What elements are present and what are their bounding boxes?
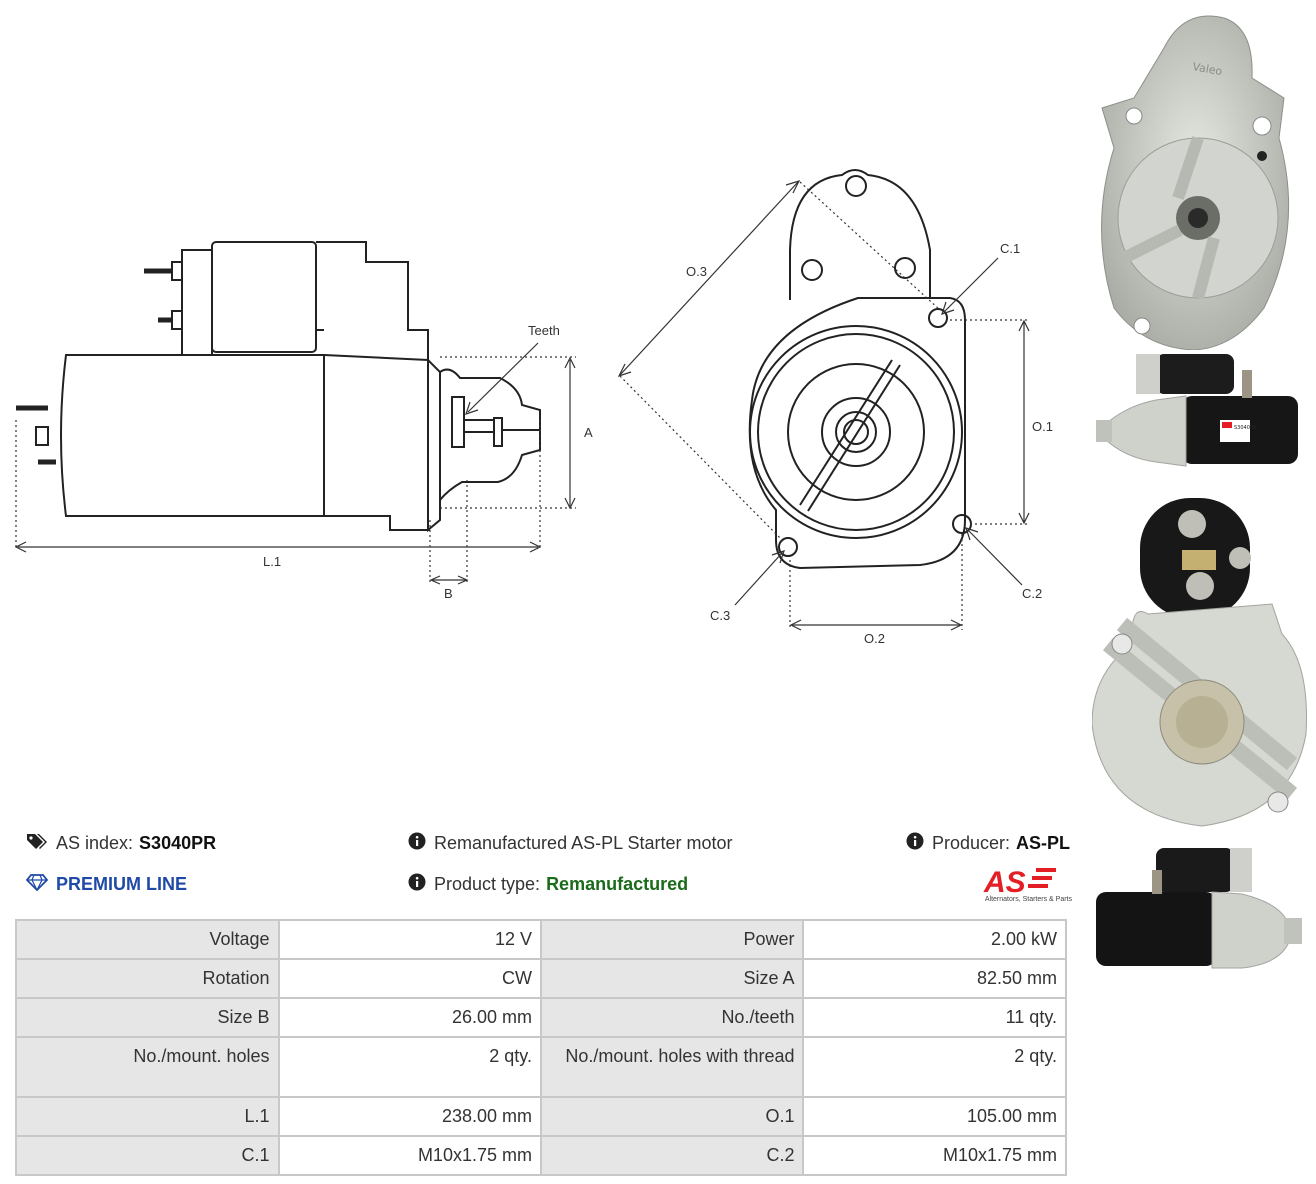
- logo-mark: AS: [983, 866, 1026, 896]
- photo-side-view-2: [1096, 848, 1302, 969]
- front-view-dimensions: [617, 180, 1030, 631]
- product-photos: Valeo S3040PR: [1086, 0, 1312, 1000]
- spec-key: Power: [539, 919, 805, 960]
- photo-side-view: S3040PR: [1096, 354, 1298, 467]
- producer-row: Producer: AS-PL: [906, 832, 1070, 855]
- product-type-label: Product type:: [434, 874, 541, 894]
- spec-value: 2 qty.: [277, 1036, 542, 1098]
- description-row: Remanufactured AS-PL Starter motor: [408, 832, 732, 855]
- technical-drawing: Teeth A L.1 B: [14, 169, 1053, 646]
- dim-c3-label: C.3: [710, 608, 730, 623]
- spec-key: Size B: [15, 997, 280, 1038]
- as-pl-logo: AS Alternators, Starters & Parts: [962, 862, 1072, 908]
- info-icon: [408, 873, 426, 896]
- spec-value: M10x1.75 mm: [802, 1135, 1067, 1176]
- front-view-drawing: [748, 169, 972, 570]
- spec-value: 26.00 mm: [277, 997, 542, 1038]
- spec-key: C.1: [15, 1135, 280, 1176]
- product-type-row: Product type: Remanufactured: [408, 873, 688, 896]
- spec-value: 12 V: [277, 919, 542, 960]
- spec-value: 105.00 mm: [802, 1096, 1067, 1137]
- photo-rear-view: [1092, 498, 1307, 827]
- spec-key: C.2: [539, 1135, 805, 1176]
- table-row: Rotation CW Size A 82.50 mm: [15, 958, 1067, 999]
- producer-value: AS-PL: [1016, 833, 1071, 853]
- dim-b-label: B: [444, 586, 453, 601]
- spec-key: L.1: [15, 1096, 280, 1137]
- info-icon: [906, 832, 924, 855]
- dim-c2-label: C.2: [1022, 586, 1042, 601]
- side-view-dimensions: [14, 342, 576, 585]
- dim-o2-label: O.2: [864, 631, 885, 646]
- dim-c1-label: C.1: [1000, 241, 1020, 256]
- photo-brand-emboss: Valeo: [1191, 60, 1223, 78]
- as-index-row: AS index: S3040PR: [26, 832, 216, 855]
- photo-label-code: S3040PR: [1234, 425, 1257, 431]
- tags-icon: [26, 832, 48, 855]
- dim-o1-label: O.1: [1032, 419, 1053, 434]
- dim-l1-label: L.1: [263, 554, 281, 569]
- as-index-label: AS index:: [56, 833, 134, 853]
- spec-value: M10x1.75 mm: [277, 1135, 542, 1176]
- teeth-label: Teeth: [528, 323, 560, 338]
- table-row: Voltage 12 V Power 2.00 kW: [15, 919, 1067, 960]
- premium-line-row: PREMIUM LINE: [25, 873, 188, 896]
- diamond-icon: [25, 873, 49, 896]
- as-index-value: S3040PR: [139, 833, 217, 853]
- spec-key: Rotation: [15, 958, 280, 999]
- spec-value: 2 qty.: [802, 1036, 1067, 1098]
- producer-label: Producer:: [932, 833, 1011, 853]
- table-row: L.1 238.00 mm O.1 105.00 mm: [15, 1096, 1067, 1137]
- spec-value: 238.00 mm: [277, 1096, 542, 1137]
- spec-key: No./teeth: [539, 997, 805, 1038]
- photo-front-flange: Valeo: [1101, 15, 1290, 350]
- spec-value: 11 qty.: [802, 997, 1067, 1038]
- spec-key: No./mount. holes with thread: [539, 1036, 805, 1098]
- logo-tagline: Alternators, Starters & Parts: [984, 896, 1072, 903]
- premium-line-label: PREMIUM LINE: [56, 874, 188, 894]
- spec-key: Voltage: [15, 919, 280, 960]
- info-icon: [408, 832, 426, 855]
- table-row: Size B 26.00 mm No./teeth 11 qty.: [15, 997, 1067, 1038]
- dim-a-label: A: [584, 425, 593, 440]
- side-view-drawing: [16, 241, 541, 533]
- dim-o3-label: O.3: [686, 264, 707, 279]
- spec-key: No./mount. holes: [15, 1036, 280, 1098]
- table-row: C.1 M10x1.75 mm C.2 M10x1.75 mm: [15, 1135, 1067, 1176]
- spec-value: 2.00 kW: [802, 919, 1067, 960]
- specs-table: Voltage 12 V Power 2.00 kW Rotation CW S…: [15, 919, 1067, 1176]
- product-description: Remanufactured AS-PL Starter motor: [434, 833, 733, 853]
- spec-key: Size A: [539, 958, 805, 999]
- product-type-value: Remanufactured: [546, 874, 689, 894]
- spec-key: O.1: [539, 1096, 805, 1137]
- table-row: No./mount. holes 2 qty. No./mount. holes…: [15, 1036, 1067, 1098]
- spec-value: 82.50 mm: [802, 958, 1067, 999]
- spec-value: CW: [277, 958, 542, 999]
